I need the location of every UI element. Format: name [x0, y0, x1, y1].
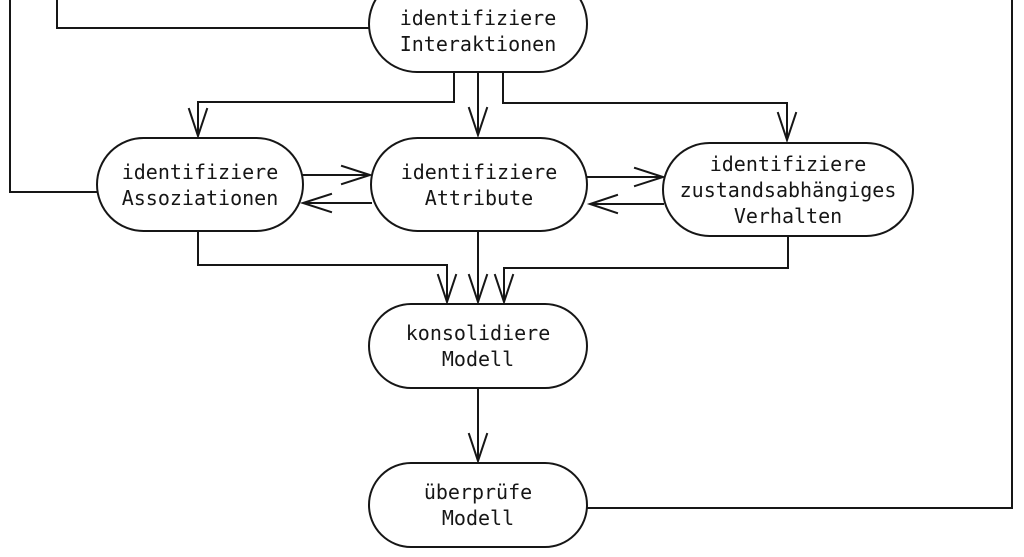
node-label: identifiziere Interaktionen	[399, 6, 557, 56]
edge-line	[502, 72, 788, 140]
edge-line	[56, 0, 370, 29]
arrowhead-down	[467, 273, 489, 306]
node-ueberpruefe-modell: überprüfe Modell	[368, 462, 588, 548]
node-identifiziere-attribute: identifiziere Attribute	[370, 137, 588, 232]
arrowhead-left	[586, 193, 619, 215]
node-label: identifiziere Assoziationen	[121, 159, 279, 210]
edge-ueberpruefe-feedback	[587, 0, 1013, 509]
edge-line	[503, 236, 789, 301]
node-label: überprüfe Modell	[423, 480, 533, 530]
node-konsolidiere-modell: konsolidiere Modell	[368, 303, 588, 389]
edge-feedback-to-assoziationen	[9, 0, 98, 193]
edge-interaktionen-to-verhalten	[502, 72, 798, 144]
edge-attribute-to-verhalten	[586, 166, 667, 188]
edge-assoziationen-to-konsolidiere	[197, 231, 458, 306]
edge-interaktionen-to-attribute	[467, 72, 489, 139]
edge-feedback-to-interaktionen	[56, 0, 370, 29]
edge-line	[587, 0, 1013, 509]
edge-line	[197, 72, 455, 136]
edge-interaktionen-to-assoziationen	[187, 72, 455, 140]
arrowhead-down	[493, 273, 515, 306]
node-identifiziere-interaktionen: identifiziere Interaktionen	[368, 0, 588, 73]
arrowhead-down	[776, 111, 798, 144]
edge-attribute-to-konsolidiere	[467, 231, 489, 306]
edge-line	[197, 231, 448, 301]
node-label: identifiziere Attribute	[400, 159, 558, 210]
edge-attribute-to-assoziationen	[299, 192, 372, 214]
node-identifiziere-zustandsabhaengiges-verhalten: identifiziere zustandsabhängiges Verhalt…	[662, 142, 914, 237]
node-identifiziere-assoziationen: identifiziere Assoziationen	[96, 137, 304, 232]
arrowhead-down	[187, 107, 209, 140]
arrowhead-down	[436, 273, 458, 306]
edge-verhalten-to-attribute	[586, 193, 664, 215]
node-label: konsolidiere Modell	[405, 321, 551, 371]
node-label: identifiziere zustandsabhängiges Verhalt…	[679, 151, 897, 228]
edge-verhalten-to-konsolidiere	[493, 236, 789, 306]
edge-line	[9, 0, 98, 193]
edge-konsolidiere-to-ueberpruefe	[467, 388, 489, 465]
arrowhead-down	[467, 106, 489, 139]
arrowhead-left	[299, 192, 333, 214]
edge-assoziationen-to-attribute	[299, 164, 374, 186]
arrowhead-down	[467, 432, 489, 465]
